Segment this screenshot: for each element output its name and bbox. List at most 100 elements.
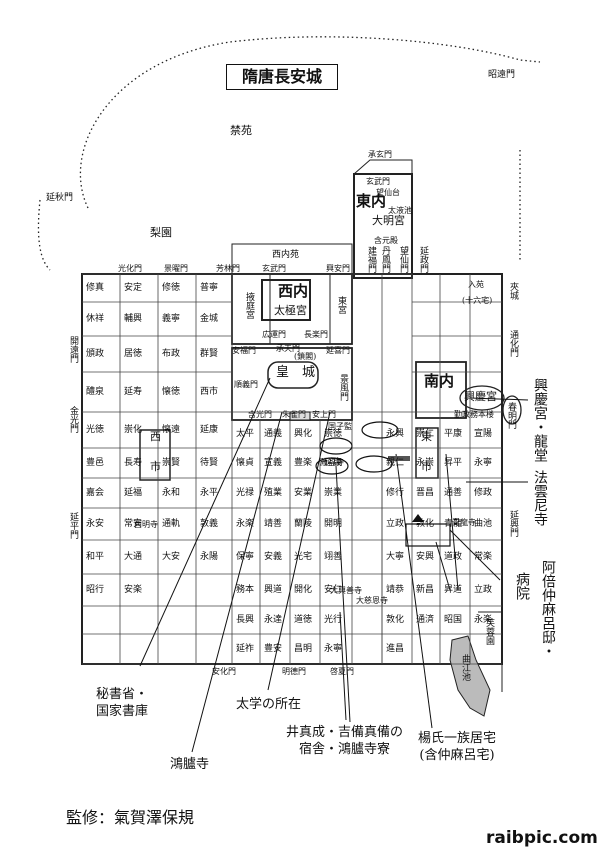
wards_right-ward: 昇道	[444, 585, 463, 595]
south-gate-1: 明德門	[282, 667, 306, 676]
supervisor-credit: 監修：氣賀澤保規	[66, 808, 195, 827]
wards_mid-ward: 開化	[294, 585, 313, 595]
wards_right-ward: 親仁	[386, 458, 405, 468]
west-market-1: 西	[150, 430, 161, 443]
hanyuandian: 含元殿	[374, 236, 398, 245]
west-gate-2: 延平門	[68, 512, 78, 539]
wards_mid-ward: 務本	[236, 585, 255, 595]
wards_left-ward: 永陽	[200, 552, 219, 562]
wards_left-ward: 頒政	[86, 349, 105, 359]
yanxi-gate: 延喜門	[326, 346, 350, 355]
anno-daxue: 太学の所在	[236, 697, 302, 712]
shiliuzhai: (十六宅)	[462, 296, 493, 305]
wards_right-ward: 平康	[444, 429, 463, 439]
anno-fayun: 法雲尼寺	[532, 470, 548, 526]
wards_left-ward: 安楽	[124, 585, 143, 595]
wards_mid-ward: 通義	[264, 429, 283, 439]
wards_mid-ward: 安業	[294, 488, 313, 498]
wards_mid-ward: 宣義	[264, 458, 283, 468]
wards_left-ward: 通軌	[162, 519, 181, 529]
anno-jingshin-line2: 宿舎・鴻臚寺寮	[299, 742, 391, 757]
wards_right-ward: 永崇	[416, 458, 435, 468]
wards_left-ward: 金城	[200, 314, 219, 324]
qinzhenglou: 勤政務本楼	[454, 410, 494, 419]
yetinggong: 掖庭宮	[244, 292, 254, 319]
wards_mid-ward: 崇徳	[324, 429, 343, 439]
wards_left-ward: 敦義	[200, 519, 219, 529]
xineiyuan-label: 西内苑	[272, 250, 300, 260]
wards_mid-ward: 殖業	[264, 488, 283, 498]
shunyi-gate: 順義門	[234, 380, 258, 389]
north-gate-3: 玄武門	[262, 264, 286, 273]
wards_left-ward: 昭行	[86, 585, 105, 595]
furongyuan: 芙蓉園	[484, 618, 494, 645]
wards_mid-ward: 道徳	[294, 615, 313, 625]
wards_left-ward: 修徳	[162, 283, 181, 293]
yanzheng-gate: 延政門	[418, 246, 428, 273]
east-market-1: 東	[421, 430, 432, 443]
wards_right-ward: 道政	[444, 552, 463, 562]
wards_right-ward: 宣陽	[474, 429, 493, 439]
wards_mid-ward: 太平	[236, 429, 255, 439]
wards_mid-ward: 興化	[294, 429, 313, 439]
south-gate-0: 安化門	[212, 667, 236, 676]
anno-jingshin-line1: 井真成・吉備真備の	[286, 725, 404, 740]
wards_left-ward: 大通	[124, 552, 143, 562]
liyuan-label: 梨園	[150, 226, 172, 239]
anno-yang: 楊氏一族居宅 (含仲麻呂宅)	[418, 730, 496, 764]
wards_mid-ward: 蘭陵	[294, 519, 313, 529]
anno-mishu-line1: 秘書省・	[96, 687, 149, 702]
wards_left-ward: 休祥	[86, 314, 105, 324]
city-wall	[81, 273, 503, 665]
anno-xingqing: 興慶宮・龍堂	[532, 378, 548, 462]
wards_left-ward: 延寿	[124, 387, 143, 397]
wards_right-ward: 晋昌	[416, 488, 435, 498]
daminggong: 大明宮	[372, 214, 405, 227]
wards_right-ward: 常楽	[474, 552, 493, 562]
wards_left-ward: 大安	[162, 552, 181, 562]
jinyuan-boundary	[79, 36, 541, 209]
wards_left-ward: 修真	[86, 283, 105, 293]
wards_left-ward: 待賢	[200, 458, 219, 468]
qujiang-pond	[449, 635, 491, 717]
qinglongsi: 青龍寺	[452, 518, 476, 527]
qujiangchi: 曲江池	[460, 654, 470, 681]
wards_left-ward: 永和	[162, 488, 181, 498]
north-gate-1: 景曜門	[164, 264, 188, 273]
wards_right-ward: 修政	[474, 488, 493, 498]
zhaoyao-gate: 昭遠門	[488, 70, 516, 80]
xuanwu-gate-d: 玄武門	[366, 177, 390, 186]
taiyechi: 太液池	[388, 206, 412, 215]
anno-abe: 阿倍仲麻呂邸・	[540, 560, 556, 658]
zhuque-gate: 朱雀門	[282, 410, 306, 419]
guangyun-gate: 広運門	[262, 330, 286, 339]
wards_right-ward: 靖恭	[386, 585, 405, 595]
daxingshansi: 大興善寺	[330, 586, 362, 595]
hanguang-gate: 含光門	[248, 410, 272, 419]
wards_mid-ward: 光禄	[236, 488, 255, 498]
wards_left-ward: 懐遠	[162, 425, 181, 435]
wards_left-ward: 西市	[200, 387, 219, 397]
east-market-2: 市	[421, 460, 432, 473]
dongnei-label: 東内	[356, 192, 387, 210]
wards_left-ward: 安定	[124, 283, 143, 293]
dacienssi: 大慈恩寺	[356, 596, 388, 605]
wards_left-ward: 常安	[124, 519, 143, 529]
east-gate-0: 通化門	[508, 330, 518, 357]
jianfu-gate: 建福門	[366, 246, 376, 273]
wards_right-ward: 進昌	[386, 644, 405, 654]
wangxian-gate: 望仙門	[398, 246, 408, 273]
wards_left-ward: 嘉会	[86, 488, 105, 498]
wards_right-ward: 永楽	[474, 615, 493, 625]
wards_left-ward: 崇化	[124, 425, 143, 435]
wards_mid-ward: 安義	[264, 552, 283, 562]
anno-jingshin: 井真成・吉備真備の 宿舎・鴻臚寺寮	[286, 724, 403, 758]
wards_mid-ward: 崇業	[324, 488, 343, 498]
wards_right-ward: 立政	[474, 585, 493, 595]
ximingsi: 西明寺	[134, 520, 158, 529]
wards_right-ward: 立政	[386, 519, 405, 529]
suoge: (鎖閣)	[294, 352, 317, 361]
wards_left-ward: 懐徳	[162, 387, 181, 397]
wards_mid-ward: 延祚	[236, 644, 255, 654]
danfeng-gate: 丹鳳門	[380, 246, 390, 273]
